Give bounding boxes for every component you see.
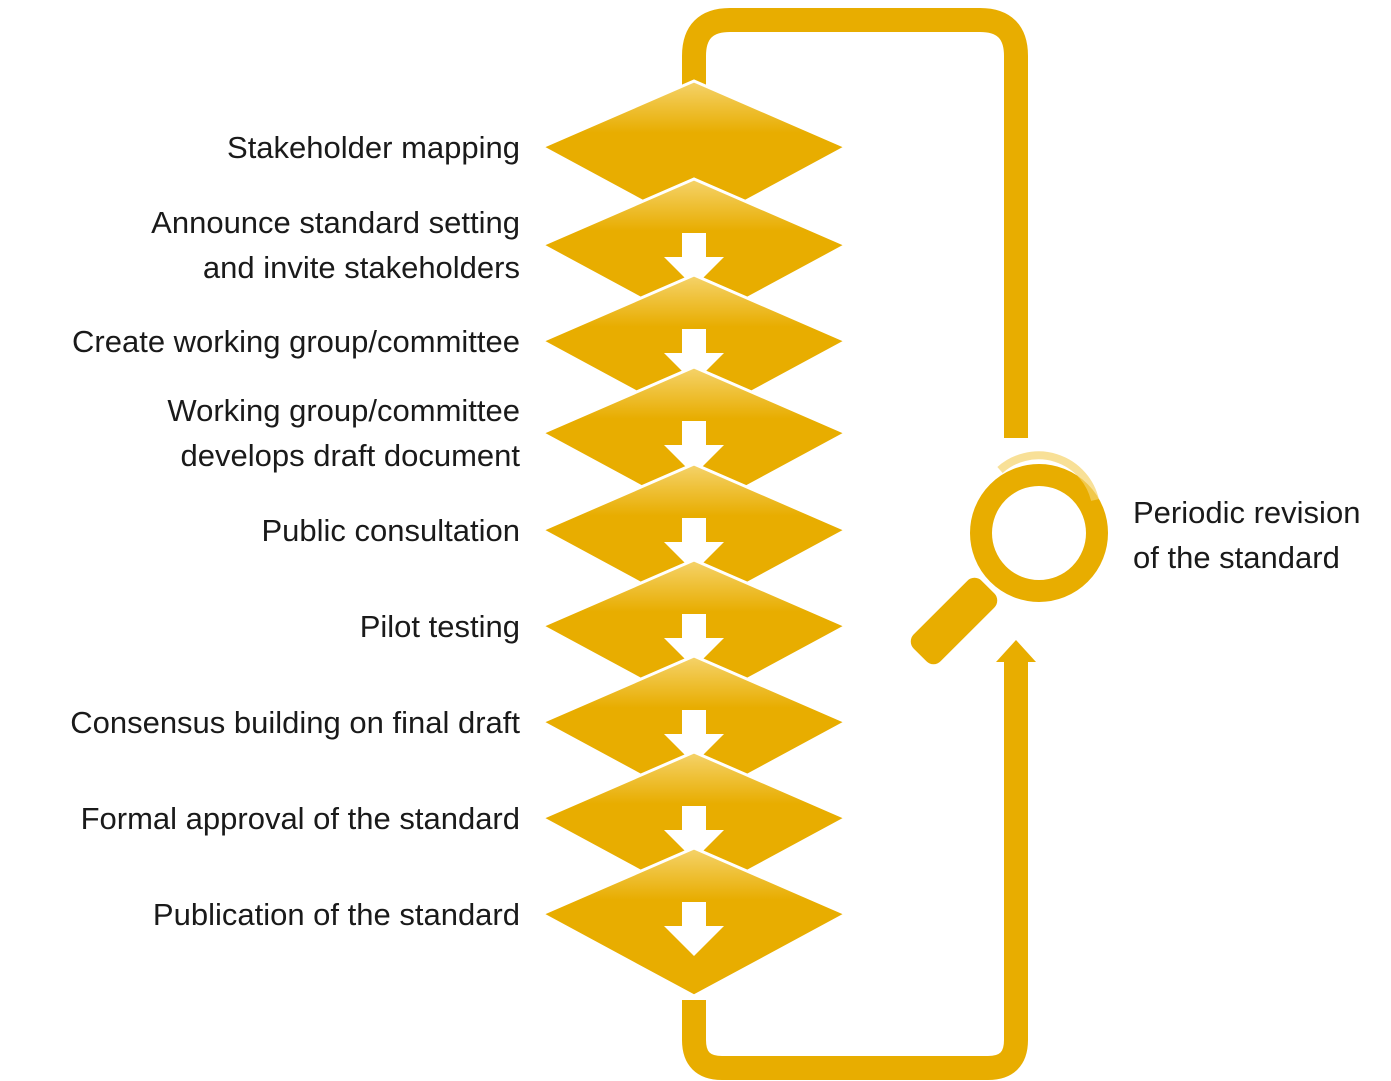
step-label: Pilot testing — [359, 608, 520, 644]
step-arrow-icon — [664, 233, 724, 287]
step-label: Consensus building on final draft — [70, 704, 520, 740]
step-label: Public consultation — [261, 512, 521, 548]
step-arrow-icon — [664, 902, 724, 956]
step-arrow-icon — [664, 518, 724, 572]
step-chevron — [538, 846, 850, 998]
step-label: Create working group/committee — [72, 323, 520, 359]
step-arrow-icon — [664, 614, 724, 668]
step-label: Stakeholder mapping — [227, 129, 520, 165]
feedback-loop-bottom — [682, 660, 1028, 1080]
feedback-loop-top — [682, 8, 1028, 438]
step-label: Working group/committee develops draft d… — [167, 393, 520, 473]
step-label: Formal approval of the standard — [80, 800, 520, 836]
loop-up-arrowhead — [996, 640, 1036, 662]
step-arrow-icon — [664, 806, 724, 860]
step-arrow-icon — [664, 421, 724, 475]
revision-label: Periodic revision of the standard — [1133, 495, 1361, 575]
step-arrow-icon — [664, 710, 724, 764]
step-chevrons — [538, 79, 850, 998]
step-label: Announce standard setting and invite sta… — [151, 205, 520, 285]
step-label: Publication of the standard — [152, 896, 520, 932]
step-arrow-icon — [664, 329, 724, 383]
magnifier-icon — [910, 451, 1108, 665]
